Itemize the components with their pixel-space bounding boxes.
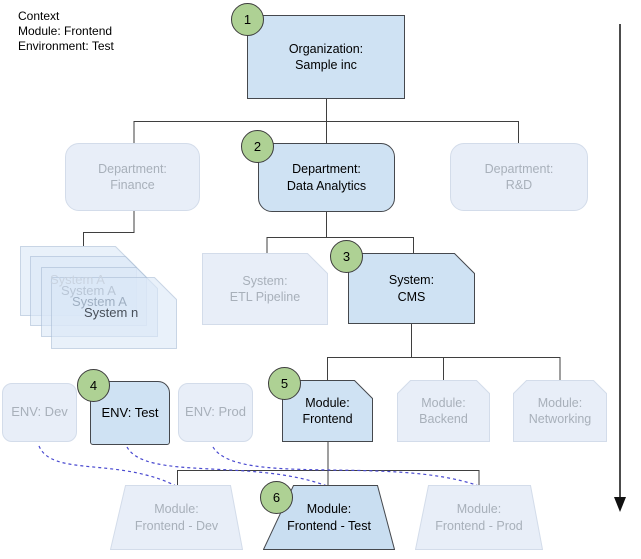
connector-frontend-environments: [177, 442, 480, 487]
finance-name-text: Finance: [110, 178, 155, 192]
system-etl-shape: [202, 253, 328, 325]
organization-name-text: Sample inc: [295, 58, 357, 72]
system-stack-card-4-shape: [51, 277, 177, 349]
connector-analytics-systems: [266, 212, 414, 253]
node-department-data-analytics: Department: Data Analytics: [258, 143, 395, 212]
module-frontend-shape: [282, 380, 373, 442]
step-badge-1: 1: [231, 3, 264, 36]
step-badge-5: 5: [268, 367, 301, 400]
context-note: Context Module: Frontend Environment: Te…: [18, 9, 114, 54]
node-module-networking: Module: Networking: [513, 380, 607, 442]
context-environment: Environment: Test: [18, 39, 114, 53]
system-stack-card-4: [51, 277, 177, 349]
department-data-analytics-label: Department: Data Analytics: [259, 144, 394, 211]
rnd-type-text: Department:: [484, 161, 554, 176]
node-organization-label: Organization: Sample inc: [248, 16, 404, 98]
rnd-name-text: R&D: [505, 178, 533, 192]
env-prod-text: ENV: Prod: [185, 404, 246, 420]
env-dev-label: ENV: Dev: [3, 384, 76, 441]
connector-org-departments: [133, 99, 519, 143]
node-module-backend: Module: Backend: [397, 380, 490, 442]
system-cms-shape: [348, 253, 475, 324]
env-dev-text: ENV: Dev: [11, 404, 68, 420]
department-finance-label: Department: Finance: [66, 144, 199, 210]
module-frontend-dev-shape: [110, 485, 243, 550]
step-badge-4: 4: [77, 369, 110, 402]
node-env-dev: ENV: Dev: [2, 383, 77, 442]
department-rnd-label: Department: R&D: [451, 144, 587, 210]
connector-cms-modules: [327, 324, 561, 380]
module-frontend-test-shape: [263, 485, 395, 550]
env-prod-label: ENV: Prod: [179, 384, 252, 441]
node-organization: Organization: Sample inc: [247, 15, 405, 99]
dashed-link-dev: [38, 445, 177, 487]
env-test-text: ENV: Test: [101, 404, 159, 420]
module-backend-shape: [397, 380, 490, 442]
connector-finance-systems: [83, 211, 135, 246]
step-badge-3: 3: [330, 240, 363, 273]
node-department-finance: Department: Finance: [65, 143, 200, 211]
context-module: Module: Frontend: [18, 24, 113, 38]
flow-arrow: [614, 24, 626, 512]
finance-type-text: Department:: [98, 161, 167, 176]
node-system-cms: System: CMS: [348, 253, 475, 324]
dashed-link-test: [126, 446, 328, 487]
node-module-frontend-prod: Module: Frontend - Prod: [415, 485, 543, 550]
node-system-etl-pipeline: System: ETL Pipeline: [202, 253, 328, 325]
solid-connectors: [83, 99, 561, 487]
node-module-frontend-dev: Module: Frontend - Dev: [110, 485, 243, 550]
data-analytics-name-text: Data Analytics: [286, 178, 367, 193]
node-department-rnd: Department: R&D: [450, 143, 588, 211]
step-badge-6: 6: [260, 481, 293, 514]
organization-type-text: Organization:: [288, 41, 364, 56]
step-badge-2: 2: [241, 130, 274, 163]
dashed-links: [38, 445, 480, 487]
dashed-link-prod: [212, 446, 480, 487]
module-frontend-prod-shape: [415, 485, 543, 550]
module-networking-shape: [513, 380, 607, 442]
context-title: Context: [18, 9, 60, 23]
data-analytics-type-text: Department:: [292, 162, 361, 177]
node-env-prod: ENV: Prod: [178, 383, 253, 442]
